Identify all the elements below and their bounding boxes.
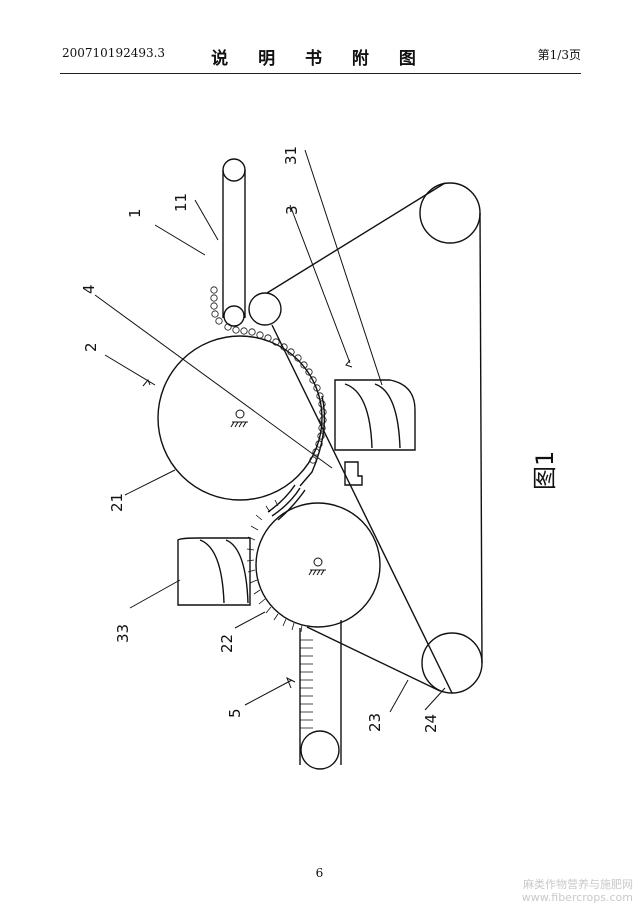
watermark-line2: www.fibercrops.com: [521, 891, 633, 904]
header-title: 说 明 书 附 图: [211, 49, 428, 69]
label-31: 31: [282, 146, 300, 165]
drum-axis-symbol: [230, 409, 326, 576]
watermark-line1: 麻类作物营养与施肥网: [523, 878, 633, 891]
output-roller: [300, 730, 340, 770]
label-11: 11: [172, 193, 190, 212]
feed-bottom-roller: [223, 305, 245, 327]
label-33: 33: [114, 624, 132, 643]
belt-lower: [306, 626, 441, 692]
label-4: 4: [80, 284, 98, 294]
header-rule: [60, 73, 581, 74]
label-23: 23: [366, 713, 384, 732]
belt-right: [479, 212, 483, 664]
label-2: 2: [82, 342, 100, 352]
lower-drum: [255, 502, 381, 628]
label-5: 5: [226, 708, 244, 718]
guide-roller: [248, 292, 282, 326]
hood-left: [177, 537, 251, 606]
fiber-beads: [210, 286, 327, 464]
feed-top-roller: [222, 158, 246, 182]
leader-lines: [94, 149, 446, 713]
label-21: 21: [108, 493, 126, 512]
label-3: 3: [283, 205, 301, 215]
main-drum: [157, 335, 323, 501]
page-number: 6: [315, 866, 324, 880]
belt-return: [271, 324, 453, 694]
lower-drum-teeth: [246, 499, 303, 633]
label-1: 1: [126, 208, 144, 218]
lower-pulley: [421, 632, 483, 694]
belt-upper: [266, 182, 446, 294]
figure-caption: 图1: [531, 451, 559, 490]
page-info: 第1/3页: [537, 48, 581, 62]
upper-pulley: [419, 182, 481, 244]
label-22: 22: [218, 634, 236, 653]
watermark: 麻类作物营养与施肥网 www.fibercrops.com: [522, 878, 633, 904]
scraper: [344, 461, 363, 486]
callout-labels: 1 11 31 3 4 2 21 33 22 5 23 24 图1: [80, 146, 559, 733]
output-belt-hatch: [300, 639, 313, 729]
label-24: 24: [422, 714, 440, 733]
document-number: 200710192493.3: [62, 46, 166, 60]
hood-right: [334, 379, 416, 451]
